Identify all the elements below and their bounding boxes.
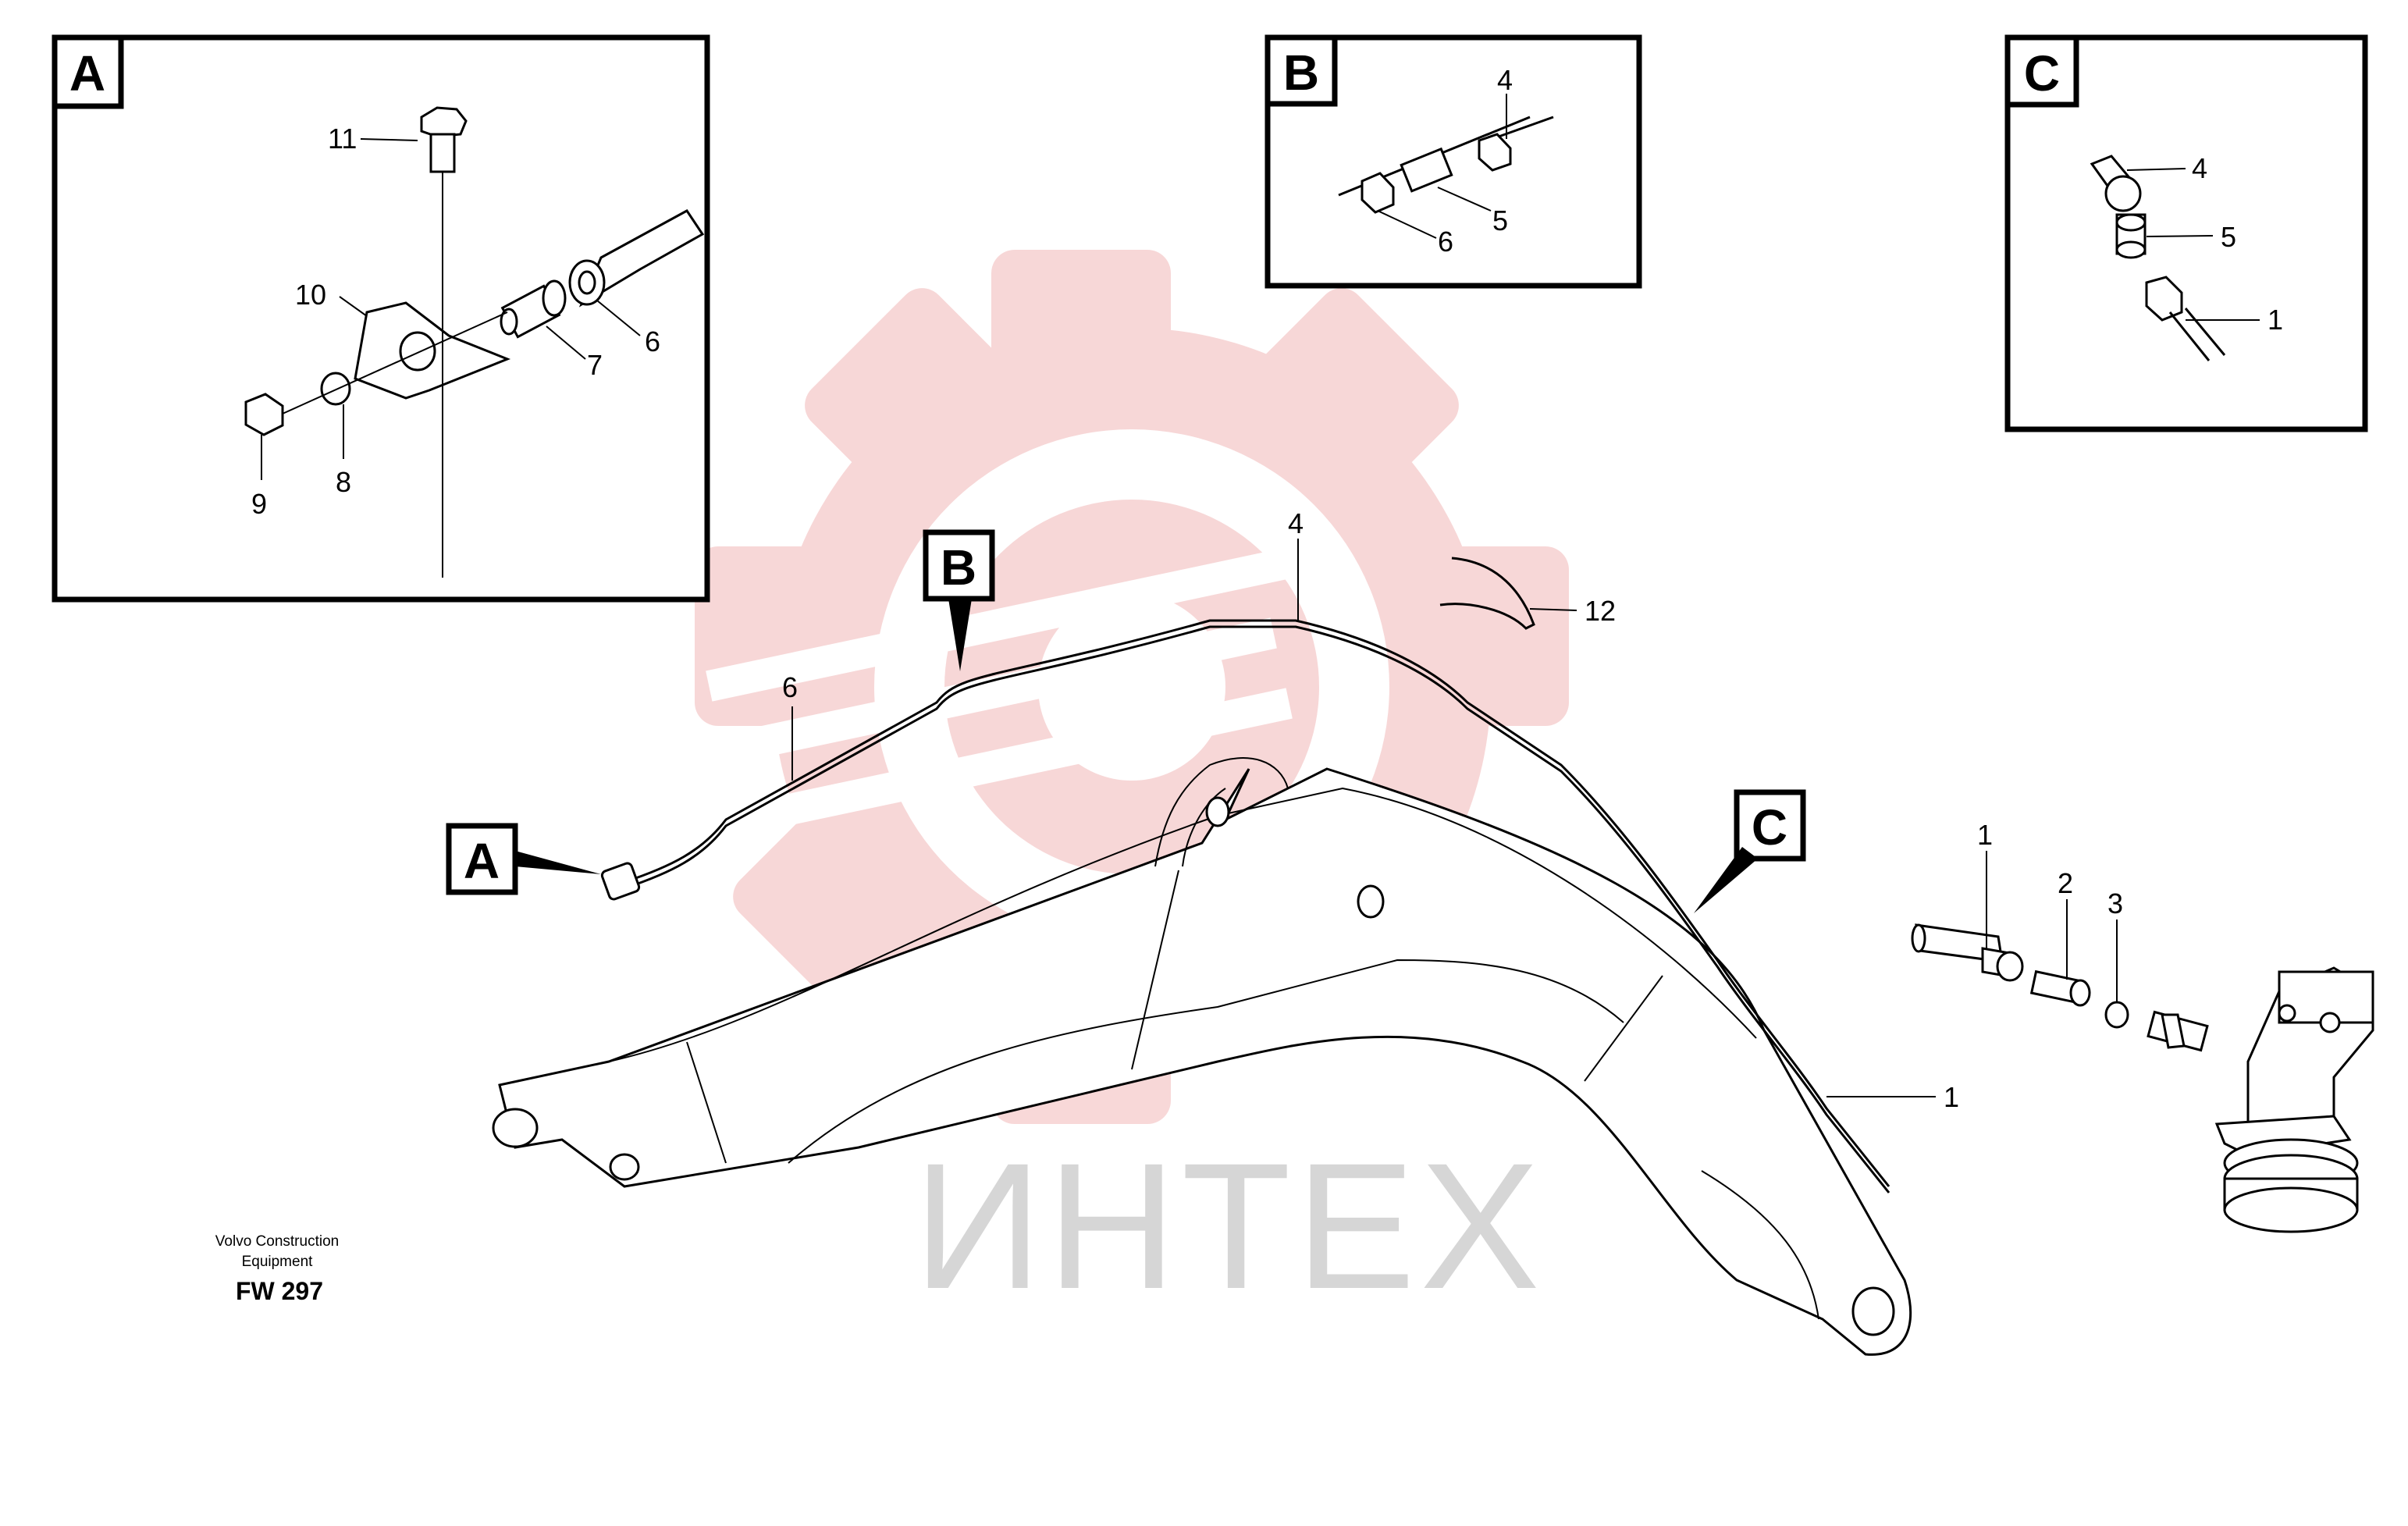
bolt-11 <box>420 106 468 173</box>
nipple-right <box>2147 1010 2209 1052</box>
pivot-hole-front <box>1851 1286 1895 1336</box>
svg-text:B: B <box>941 539 976 596</box>
hose-6-detail <box>578 209 705 308</box>
detail-box-a: A 11 10 9 8 7 <box>52 34 710 603</box>
svg-text:C: C <box>1752 799 1787 855</box>
washer-3 <box>2104 1001 2129 1029</box>
valve-body <box>2214 966 2374 1233</box>
credit-block: Volvo Construction Equipment FW 297 <box>215 1233 339 1305</box>
hose-clip-12 <box>1439 557 1535 630</box>
callout-main-1: 1 <box>1944 1081 1959 1113</box>
callout-right-3: 3 <box>2107 887 2123 920</box>
clamp-a <box>600 862 641 901</box>
callout-c-1: 1 <box>2268 304 2283 336</box>
callout-9: 9 <box>251 488 267 520</box>
callout-c-5: 5 <box>2221 221 2236 253</box>
nut-9 <box>244 393 284 436</box>
flag-c: C <box>1694 789 1806 913</box>
callout-main-6: 6 <box>782 671 798 703</box>
drawing-code: FW 297 <box>236 1277 323 1305</box>
boom-assembly <box>492 757 1912 1356</box>
credit-line-2: Equipment <box>242 1254 314 1270</box>
callout-b-6: 6 <box>1438 226 1453 258</box>
credit-line-1: Volvo Construction <box>215 1233 339 1250</box>
fitting-group-right: 1 2 3 <box>1911 819 2374 1233</box>
adapter-2 <box>2029 969 2091 1007</box>
nipple-7 <box>500 279 567 339</box>
callout-6: 6 <box>645 325 660 357</box>
callout-11: 11 <box>328 123 357 155</box>
callout-c-4: 4 <box>2192 152 2207 184</box>
detail-box-c-label: C <box>2024 45 2060 101</box>
detail-box-b: B 4 5 6 <box>1264 34 1642 289</box>
watermark-text: ИНТЕХ <box>913 1126 1545 1326</box>
pivot-hole-rear <box>492 1108 539 1148</box>
callout-b-5: 5 <box>1492 205 1508 237</box>
svg-text:A: A <box>464 833 500 889</box>
detail-box-a-label: A <box>69 45 105 101</box>
flag-a: A <box>446 823 601 895</box>
callout-b-4: 4 <box>1497 64 1513 96</box>
callout-main-12: 12 <box>1585 595 1616 627</box>
brake-pipe <box>624 619 1890 1187</box>
callout-right-2: 2 <box>2058 867 2073 899</box>
flag-b: B <box>923 529 995 671</box>
callout-right-1: 1 <box>1977 819 1993 851</box>
callout-7: 7 <box>587 349 603 381</box>
detail-box-b-label: B <box>1283 44 1319 101</box>
callout-8: 8 <box>336 466 351 498</box>
callout-main-4: 4 <box>1288 507 1304 539</box>
washer-8 <box>320 372 351 406</box>
callout-10: 10 <box>295 279 326 311</box>
detail-box-c: C 4 5 1 <box>2004 34 2368 432</box>
